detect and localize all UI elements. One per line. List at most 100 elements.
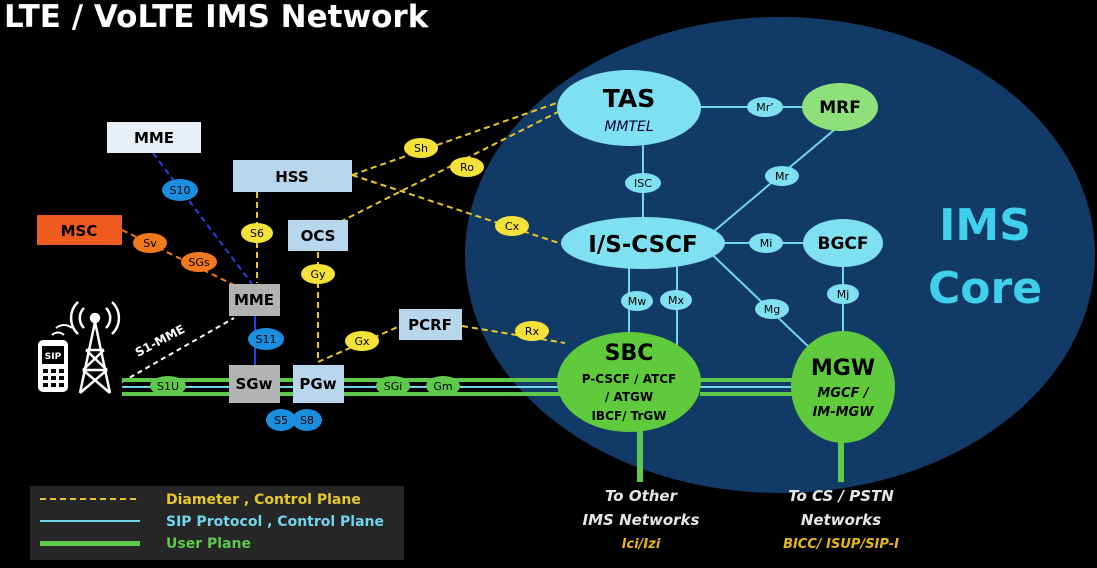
svg-text:SGs: SGs [188, 256, 210, 269]
tag-sh [404, 138, 438, 158]
tag-s1u [150, 376, 186, 396]
ims-core-region [465, 17, 1095, 493]
svg-text:Sh: Sh [414, 142, 428, 155]
svg-text:S1U: S1U [157, 380, 179, 393]
tag-isc [625, 173, 661, 193]
tas-sublabel: MMTEL [604, 119, 653, 135]
legend-user-plane-swatch [40, 541, 140, 546]
hss-box[interactable] [233, 160, 352, 192]
tag-sgs [181, 252, 217, 272]
svg-text:Cx: Cx [505, 220, 520, 233]
tag-cx [495, 216, 529, 236]
legend: Diameter , Control Plane SIP Protocol , … [30, 486, 404, 560]
interface-tags: Mr’ ISC Mr Mi Mg Mj Mw Mx Sh Ro Cx Rx Gx… [133, 97, 859, 431]
tag-gm [426, 376, 460, 396]
dest-other-ims-line1: To Other [605, 487, 679, 505]
svg-text:Gy: Gy [310, 268, 326, 281]
tag-gx [345, 331, 379, 351]
pgw-box[interactable] [293, 365, 344, 403]
mgw-sublabel-2: IM-MGW [812, 405, 874, 420]
sgw-label: SGw [236, 375, 273, 393]
sbc-label: SBC [605, 341, 654, 366]
pcrf-sbc-link [461, 325, 566, 344]
dest-cs-pstn-sub: BICC/ ISUP/SIP-I [783, 537, 899, 552]
svg-text:Mr: Mr [775, 170, 789, 183]
mme-top-label: MME [134, 129, 174, 147]
svg-text:S6: S6 [250, 227, 264, 240]
tag-mj [827, 284, 859, 304]
sip-phone-label: SIP [45, 352, 62, 362]
dest-cs-pstn-line2: Networks [801, 511, 881, 529]
hss-cscf-link [351, 174, 566, 246]
svg-text:Mw: Mw [628, 295, 647, 308]
ocs-label: OCS [301, 227, 336, 245]
mme-mid-label: MME [234, 291, 274, 309]
dest-other-ims-line2: IMS Networks [583, 511, 700, 529]
svg-text:Mx: Mx [668, 294, 684, 307]
ims-core-label-line1: IMS [939, 200, 1031, 251]
mgw-sublabel-1: MGCF / [817, 386, 870, 401]
svg-text:S5: S5 [274, 414, 288, 427]
mrf-label: MRF [819, 98, 861, 118]
svg-text:Rx: Rx [525, 325, 540, 338]
sbc-sublabel-2: / ATGW [605, 390, 653, 404]
cscf-mgw-link [699, 242, 813, 351]
svg-text:SGi: SGi [384, 380, 403, 393]
dest-other-ims-sub: Ici/Izi [622, 537, 661, 552]
bgcf-node[interactable] [803, 219, 883, 267]
tag-mw [621, 291, 653, 311]
svg-text:S8: S8 [300, 414, 314, 427]
sip-phone-icon: SIP [38, 324, 73, 392]
dest-cs-pstn-line1: To CS / PSTN [788, 487, 894, 505]
svg-text:Mr’: Mr’ [756, 101, 774, 114]
pgw-label: PGw [299, 375, 336, 393]
mrf-cscf-link [699, 124, 841, 244]
tag-rx [515, 321, 549, 341]
tag-s8 [292, 409, 322, 431]
tag-s10 [162, 179, 198, 201]
tag-mi [749, 233, 783, 253]
tag-mx [660, 290, 692, 310]
tag-mr-prime [747, 97, 783, 117]
svg-text:S10: S10 [170, 184, 191, 197]
mme-s10-link [152, 152, 253, 285]
legend-user-plane-label: User Plane [166, 536, 251, 552]
ims-core-label-line2: Core [928, 263, 1042, 314]
svg-text:Ro: Ro [460, 161, 474, 174]
pcrf-box[interactable] [399, 309, 462, 340]
cscf-node[interactable] [561, 217, 725, 269]
tag-sgi [376, 376, 410, 396]
page-title: LTE / VoLTE IMS Network [4, 0, 430, 35]
mgw-node[interactable] [791, 331, 895, 443]
msc-box[interactable] [37, 215, 122, 245]
hss-tas-link [351, 99, 566, 176]
svg-text:ISC: ISC [634, 177, 652, 190]
tag-mr [765, 166, 799, 186]
s1-mme-link [121, 317, 235, 383]
s1-mme-label: S1-MME [133, 322, 187, 360]
ocs-box[interactable] [288, 220, 348, 251]
mme-mid-box[interactable] [229, 284, 280, 316]
sbc-sublabel-1: P-CSCF / ATCF [582, 372, 677, 386]
mrf-node[interactable] [802, 83, 878, 131]
legend-sip-label: SIP Protocol , Control Plane [166, 514, 384, 530]
svg-text:S11: S11 [256, 333, 277, 346]
mme-top-box[interactable] [107, 122, 201, 153]
tag-s6 [241, 223, 273, 243]
sgw-box[interactable] [229, 365, 280, 403]
tag-mg [755, 299, 789, 319]
tas-label: TAS [603, 84, 655, 113]
pcrf-label: PCRF [408, 316, 452, 334]
tag-s5 [266, 409, 296, 431]
tas-node[interactable] [557, 70, 701, 146]
sbc-node[interactable] [557, 332, 701, 432]
svg-text:Sv: Sv [143, 237, 157, 250]
svg-text:Mi: Mi [760, 237, 773, 250]
mgw-label: MGW [811, 356, 875, 381]
cell-tower-icon [69, 301, 121, 394]
msc-label: MSC [61, 222, 98, 240]
sbc-sublabel-3: IBCF/ TrGW [591, 409, 666, 423]
cscf-label: I/S-CSCF [588, 232, 698, 258]
tag-gy [301, 264, 335, 284]
tag-sv [133, 233, 167, 253]
